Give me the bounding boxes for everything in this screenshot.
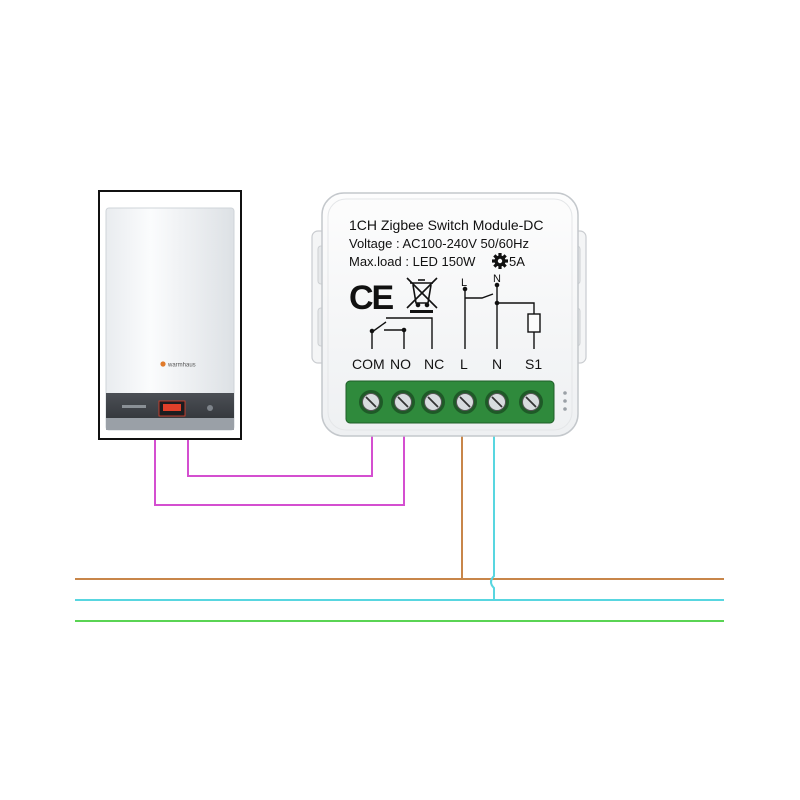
no-signal-wire: [154, 434, 405, 506]
module-feed-wires: [461, 434, 495, 600]
terminal-label-nc: NC: [424, 356, 444, 372]
boiler-logo-mark: [160, 361, 166, 367]
terminal-screw-nc: [421, 390, 445, 414]
terminal-screw-n: [485, 390, 509, 414]
boiler-brand-label: warmhaus: [167, 363, 196, 369]
neutral-feed-wire: [490, 434, 495, 600]
boiler-display-digits: [163, 404, 181, 411]
terminal-label-com: COM: [352, 356, 385, 372]
terminal-label-l: L: [460, 356, 468, 372]
relay-schematic: [369, 317, 433, 349]
boiler-panel-bottom: [106, 418, 234, 430]
module-max-load: Max.load : LED 150W: [349, 254, 476, 269]
switch-module: 1CH Zigbee Switch Module-DC Voltage : AC…: [311, 192, 587, 437]
signal-wires: [154, 434, 405, 506]
boiler-knob: [207, 405, 213, 411]
module-body: [321, 192, 579, 437]
terminal-screw-no: [391, 390, 415, 414]
crossed-bin-icon: [406, 277, 438, 313]
terminal-screw-com: [359, 390, 383, 414]
power-schematic: [462, 282, 541, 349]
module-voltage-rating: Voltage : AC100-240V 50/60Hz: [349, 236, 529, 251]
module-title: 1CH Zigbee Switch Module-DC: [349, 217, 544, 233]
schematic-label-l: L: [461, 277, 467, 289]
terminal-screws: [359, 390, 543, 414]
module-current-rating: 5A: [509, 254, 525, 269]
mains-bus: [75, 578, 724, 622]
gear-icon: [492, 253, 508, 269]
schematic-label-n: N: [493, 273, 501, 285]
status-leds: [563, 391, 567, 411]
terminal-label-n: N: [492, 356, 502, 372]
boiler-unit: warmhaus: [98, 190, 242, 440]
terminal-screw-l: [453, 390, 477, 414]
boiler-panel-label: [122, 405, 146, 408]
terminal-label-no: NO: [390, 356, 411, 372]
ce-mark: CE: [349, 279, 394, 317]
com-signal-wire: [187, 434, 373, 477]
terminal-screw-s1: [519, 390, 543, 414]
terminal-label-s1: S1: [525, 356, 542, 372]
